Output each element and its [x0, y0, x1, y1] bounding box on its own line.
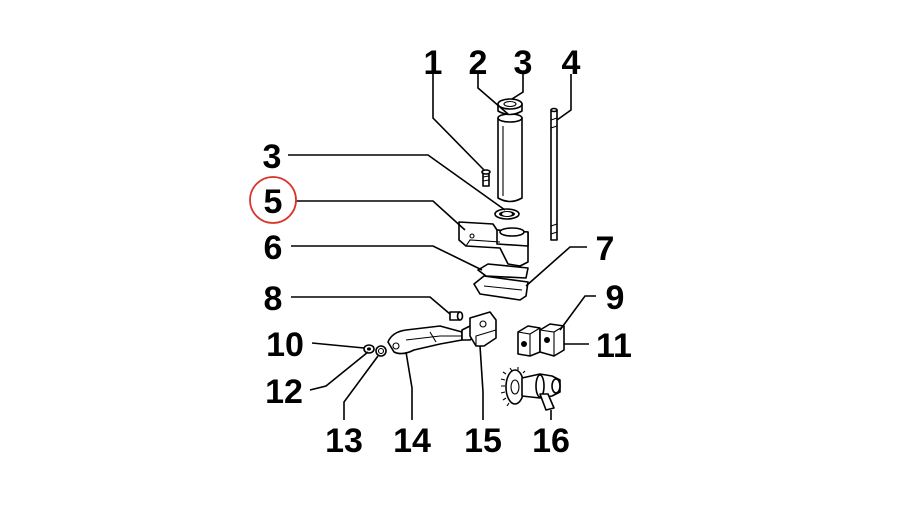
- part-6-shim: [477, 263, 529, 279]
- label-7: 7: [596, 230, 615, 268]
- part-14-lever: [387, 325, 463, 355]
- leader-lines: [288, 74, 596, 420]
- highlight-circle: [249, 176, 297, 224]
- label-11: 11: [596, 327, 632, 365]
- part-11-block: [539, 323, 565, 357]
- part-10-nut: [363, 344, 375, 354]
- part-16-gear: [500, 367, 561, 411]
- label-14: 14: [393, 422, 431, 460]
- part-5-bracket: [458, 221, 529, 267]
- label-6: 6: [264, 229, 283, 267]
- label-12: 12: [265, 373, 303, 411]
- part-8-bolt: [449, 311, 464, 321]
- label-1: 1: [424, 44, 443, 82]
- part-13-washer: [375, 345, 387, 357]
- part-1-screw: [481, 169, 491, 187]
- label-3-top: 3: [514, 44, 533, 82]
- label-2: 2: [469, 44, 488, 82]
- part-15-shaft: [461, 311, 497, 347]
- part-9-block: [517, 325, 541, 357]
- label-3-left: 3: [263, 138, 282, 176]
- label-13: 13: [325, 422, 363, 460]
- part-3-washer: [494, 208, 520, 220]
- label-5: 5: [264, 183, 283, 221]
- label-15: 15: [464, 422, 502, 460]
- label-16: 16: [532, 422, 570, 460]
- part-2-tube: [497, 113, 523, 203]
- label-9: 9: [606, 279, 625, 317]
- part-3-top-nut: [497, 98, 523, 116]
- part-7-plate: [473, 275, 529, 301]
- part-4-rod: [550, 107, 558, 241]
- label-10: 10: [266, 326, 304, 364]
- label-4: 4: [562, 44, 581, 82]
- label-8: 8: [264, 280, 283, 318]
